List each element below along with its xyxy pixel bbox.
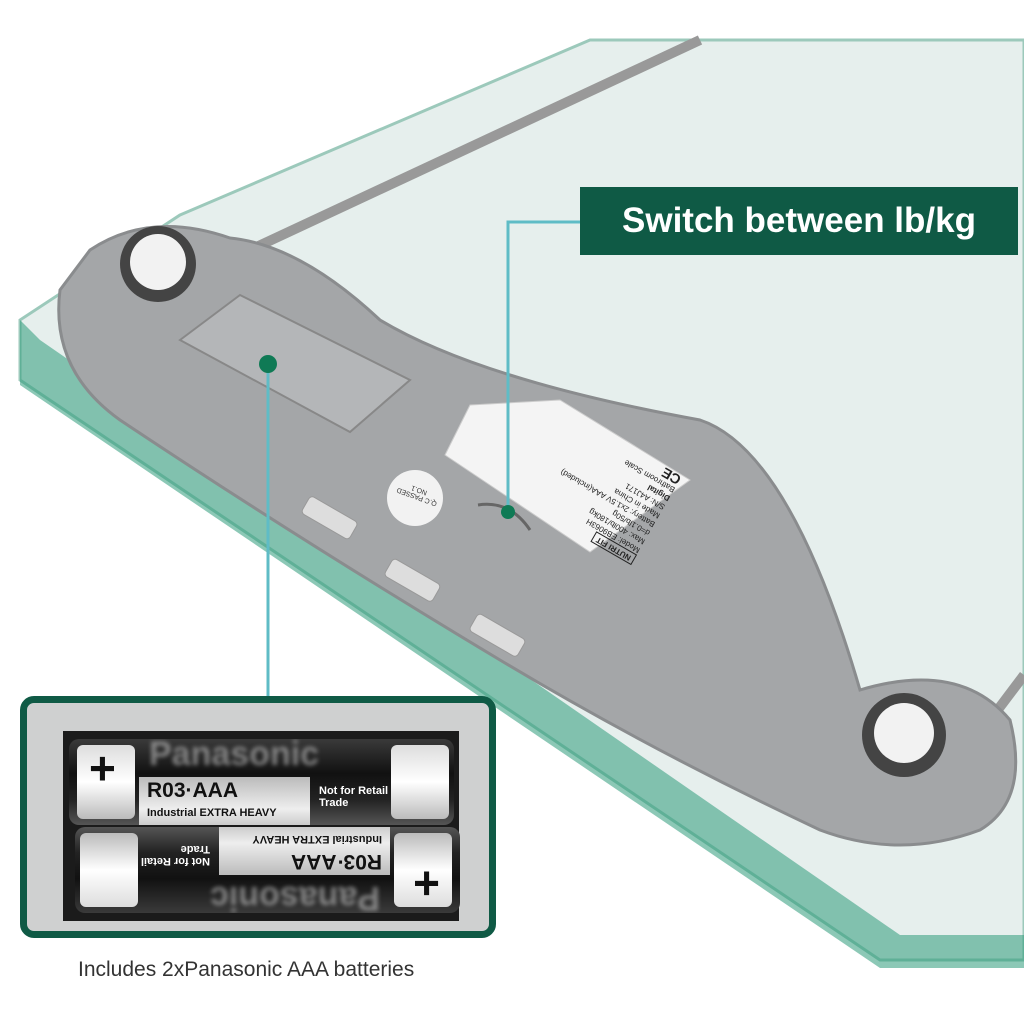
battery-top: + Panasonic R03·AAA Industrial EXTRA HEA… — [69, 739, 454, 825]
battery-retail: Not for Retail Trade — [140, 843, 210, 867]
battery-retail: Not for Retail Trade — [319, 785, 389, 809]
battery-compartment-inset: + Panasonic R03·AAA Industrial EXTRA HEA… — [20, 696, 496, 938]
side-button[interactable] — [469, 613, 527, 658]
side-button[interactable] — [301, 495, 359, 540]
battery-brand: Panasonic — [149, 739, 320, 773]
plus-icon: + — [413, 858, 440, 910]
battery-band: R03·AAA Industrial EXTRA HEAVY DUTY — [139, 777, 310, 825]
battery-cap — [77, 745, 135, 819]
qc-sticker — [387, 470, 443, 526]
pointer-line — [506, 220, 580, 512]
battery-band: R03·AAA Industrial EXTRA HEAVY DUTY — [219, 827, 390, 875]
foot-pad — [130, 234, 186, 290]
battery-brand: Panasonic — [209, 879, 380, 913]
battery-model: R03·AAA — [290, 850, 382, 873]
battery-cap — [80, 833, 138, 907]
callout-unit-switch: Switch between lb/kg — [580, 187, 1018, 255]
battery-model: R03·AAA — [147, 779, 239, 802]
battery-duty: Industrial EXTRA HEAVY DUTY — [252, 833, 382, 845]
side-button[interactable] — [384, 558, 442, 603]
metal-rail — [247, 35, 703, 255]
callout-text: Switch between lb/kg — [622, 201, 976, 240]
battery-duty: Industrial EXTRA HEAVY DUTY — [147, 807, 277, 819]
battery-cover — [178, 293, 412, 434]
foot-pad — [874, 703, 934, 763]
plus-icon: + — [89, 742, 116, 794]
pointer-dot — [501, 505, 515, 519]
pointer-dot — [259, 355, 277, 373]
battery-bottom: + Panasonic R03·AAA Industrial EXTRA HEA… — [75, 827, 460, 913]
spec-label-bg — [444, 399, 691, 553]
caption: Includes 2xPanasonic AAA batteries — [78, 958, 415, 981]
battery-cap — [391, 745, 449, 819]
